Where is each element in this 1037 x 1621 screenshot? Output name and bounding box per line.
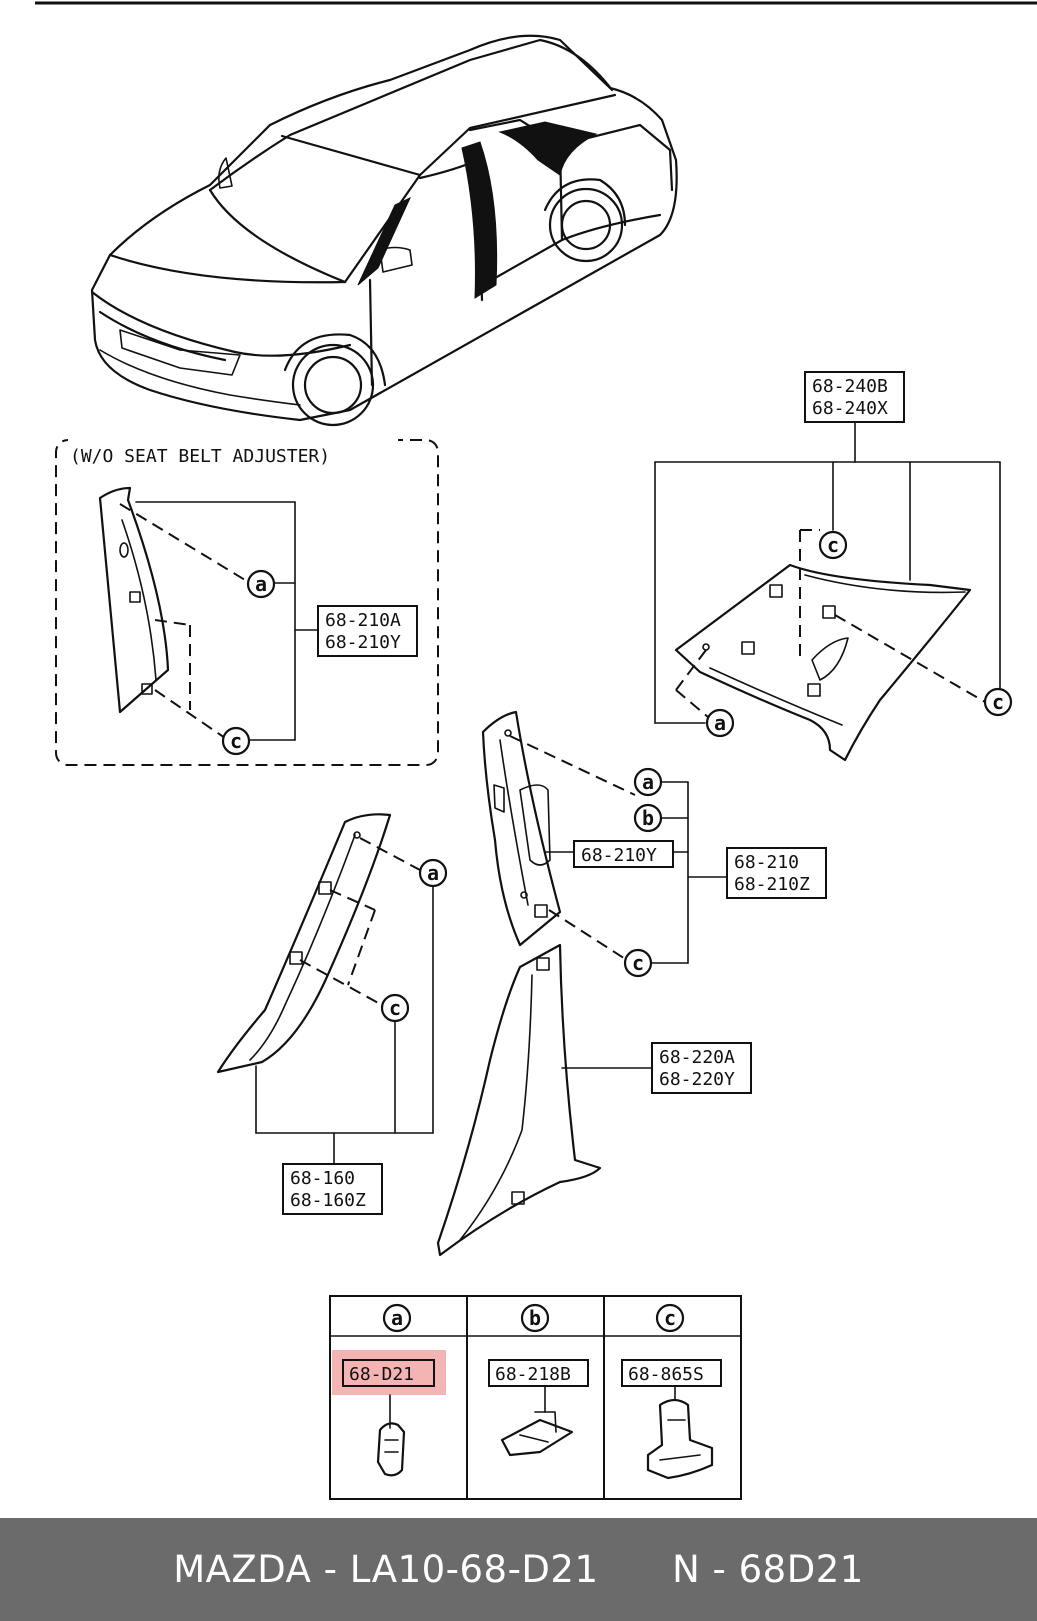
b-pillar-upper-group: a b c 68-210Y 68-210 68-210Z xyxy=(481,710,827,978)
svg-text:a: a xyxy=(391,1306,403,1330)
b-pillar-lower-group: 68-220A 68-220Y xyxy=(436,943,752,1257)
svg-text:b: b xyxy=(529,1306,541,1330)
svg-text:c: c xyxy=(827,533,839,557)
svg-text:c: c xyxy=(992,690,1004,714)
callout-c-rear-top: c xyxy=(818,530,848,560)
callout-b-bpillar: b xyxy=(633,803,663,833)
svg-text:68-160Z: 68-160Z xyxy=(290,1190,366,1211)
legend-col-b: b 68-218B xyxy=(488,1303,589,1457)
callout-c: c xyxy=(221,726,251,756)
svg-text:a: a xyxy=(255,572,267,596)
svg-text:68-210A: 68-210A xyxy=(325,610,401,631)
svg-text:68-210Y: 68-210Y xyxy=(325,632,401,653)
part-68-d21: 68-D21 xyxy=(349,1364,414,1385)
svg-text:c: c xyxy=(230,729,242,753)
svg-text:68-210Z: 68-210Z xyxy=(734,874,810,895)
part-label-68-240b: 68-240B 68-240X xyxy=(804,371,905,423)
part-label-68-220a: 68-220A 68-220Y xyxy=(651,1042,752,1094)
a-pillar-group: a c 68-160 68-160Z xyxy=(216,813,448,1215)
parts-diagram: (W/O SEAT BELT ADJUSTER) a c 68-210A 68-… xyxy=(35,1,1037,1500)
callout-a-rear: a xyxy=(705,708,735,738)
footer-bar: MAZDA - LA10-68-D21 N - 68D21 xyxy=(0,1518,1037,1621)
clip-b-icon xyxy=(500,1418,574,1457)
seat-belt-inset: (W/O SEAT BELT ADJUSTER) a c 68-210A 68-… xyxy=(55,432,439,766)
svg-text:a: a xyxy=(427,861,439,885)
callout-c-bpillar: c xyxy=(623,948,653,978)
footer-brand-part: MAZDA - LA10-68-D21 xyxy=(173,1548,599,1591)
fastener-legend-table: a 68-D21 b 68-218B c 68-865S xyxy=(329,1295,742,1500)
svg-text:68-220Y: 68-220Y xyxy=(659,1069,735,1090)
svg-text:68-220A: 68-220A xyxy=(659,1047,735,1068)
callout-a: a xyxy=(246,569,276,599)
svg-text:68-160: 68-160 xyxy=(290,1168,355,1189)
svg-text:a: a xyxy=(714,711,726,735)
part-label-68-210: 68-210 68-210Z xyxy=(726,847,827,899)
svg-text:b: b xyxy=(642,806,654,830)
part-label-68-210y: 68-210Y xyxy=(573,840,674,868)
svg-text:c: c xyxy=(389,996,401,1020)
svg-text:a: a xyxy=(642,770,654,794)
footer-alt-part: N - 68D21 xyxy=(672,1548,864,1591)
callout-a-apillar: a xyxy=(418,858,448,888)
inset-frame xyxy=(55,439,439,766)
svg-text:c: c xyxy=(632,951,644,975)
svg-text:68-210Y: 68-210Y xyxy=(581,845,657,866)
part-68-865s: 68-865S xyxy=(628,1364,704,1385)
clip-a-icon xyxy=(376,1422,406,1477)
rear-trim-group: 68-240B 68-240X c c xyxy=(654,371,1013,762)
clip-c-icon xyxy=(646,1398,714,1480)
svg-text:68-240B: 68-240B xyxy=(812,376,888,397)
callout-c-rear-right: c xyxy=(983,687,1013,717)
legend-col-c: c 68-865S xyxy=(621,1303,722,1480)
callout-a-bpillar: a xyxy=(633,767,663,797)
footer-part-numbers: MAZDA - LA10-68-D21 N - 68D21 xyxy=(173,1548,864,1591)
svg-text:68-240X: 68-240X xyxy=(812,398,888,419)
car-illustration xyxy=(90,34,678,427)
svg-text:68-210: 68-210 xyxy=(734,852,799,873)
part-label-68-210a: 68-210A 68-210Y xyxy=(317,605,418,657)
part-68-218b: 68-218B xyxy=(495,1364,571,1385)
svg-text:c: c xyxy=(664,1306,676,1330)
legend-col-a: a 68-D21 xyxy=(332,1303,446,1477)
inset-title: (W/O SEAT BELT ADJUSTER) xyxy=(70,446,330,467)
highlight-68-d21 xyxy=(332,1350,446,1395)
callout-c-apillar: c xyxy=(380,993,410,1023)
part-label-68-160: 68-160 68-160Z xyxy=(282,1163,383,1215)
